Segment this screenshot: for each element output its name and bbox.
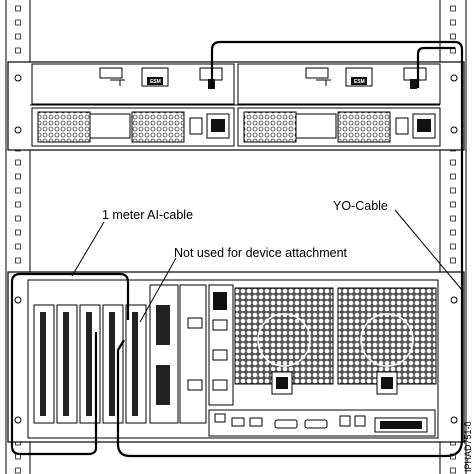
rack-hole (15, 19, 21, 26)
esm-module-left: ESM (31, 63, 235, 105)
rack-hole (15, 47, 21, 54)
rack-hole (450, 201, 456, 208)
rack-hole (450, 257, 456, 264)
rack-hole (450, 215, 456, 222)
fan-right (337, 287, 437, 395)
rack-hole (15, 5, 21, 12)
fan-left (234, 287, 334, 395)
rear-io-ports (208, 409, 436, 437)
pci-slot-bracket (40, 312, 46, 416)
rack-hole (450, 173, 456, 180)
rack-hole (450, 159, 456, 166)
yo-cable (116, 40, 464, 458)
rack-hole (15, 173, 21, 180)
ai-cable (10, 272, 130, 456)
pci-slot-bracket (63, 312, 69, 416)
esm-badge-right: ESM (354, 79, 365, 85)
storage-enclosure: ESM ESM (7, 61, 465, 151)
ai-cable-label: 1 meter AI-cable (102, 208, 193, 222)
power-supply-right (237, 107, 441, 147)
power-supply-left (31, 107, 235, 147)
rack-hole (15, 159, 21, 166)
rack-hole (15, 201, 21, 208)
pci-slot-bracket (109, 312, 115, 416)
rack-hole (15, 467, 21, 474)
rack-hole (450, 19, 456, 26)
rack-hole (15, 257, 21, 264)
rack-hole (15, 215, 21, 222)
rack-hole (15, 33, 21, 40)
yo-cable-label: YO-Cable (333, 199, 388, 213)
not-used-label: Not used for device attachment (174, 246, 348, 260)
rack-hole (450, 243, 456, 250)
rack-hole (450, 187, 456, 194)
callout-leaders (71, 209, 463, 323)
system-unit (7, 271, 465, 443)
rack-hole (450, 5, 456, 12)
pci-slot-bracket (132, 312, 138, 416)
esm-module-right: ESM (237, 63, 441, 105)
rack-hole (450, 33, 456, 40)
esm-badge-left: ESM (150, 79, 161, 85)
rack-hole (15, 187, 21, 194)
rack-hole (450, 467, 456, 474)
rack-hole (15, 243, 21, 250)
adapter-column (149, 284, 234, 424)
pci-card-slots (33, 304, 147, 424)
rack-hole (450, 229, 456, 236)
rack-hole (15, 229, 21, 236)
figure-id: IPHAD751-0 (463, 421, 473, 472)
pci-slot-bracket (86, 312, 92, 416)
